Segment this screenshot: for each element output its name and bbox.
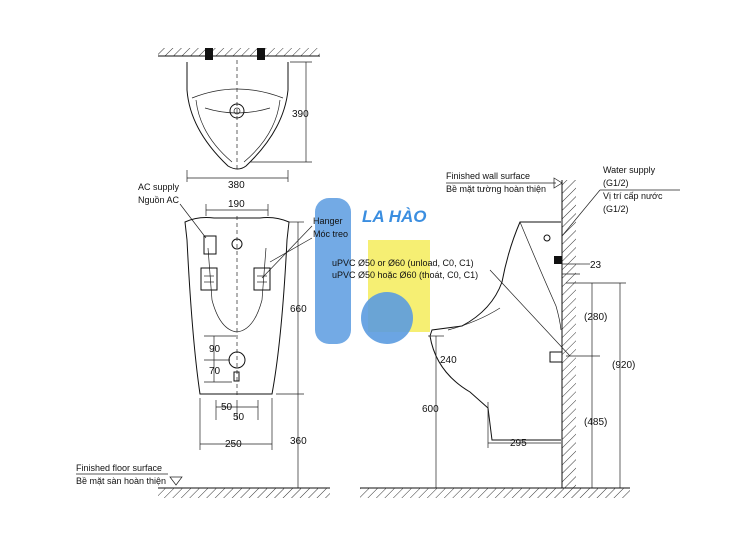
label-floor-surface: Finished floor surface <box>76 463 162 473</box>
label-water-supply: Water supply <box>603 165 656 175</box>
watermark-blue-bar <box>315 198 351 344</box>
ac-supply-box <box>203 235 217 255</box>
dim-920: (920) <box>612 360 635 371</box>
top-fixing-bolt <box>257 48 265 60</box>
dim-485: (485) <box>584 417 607 428</box>
watermark-blue-circle <box>361 292 413 344</box>
dim-600: 600 <box>422 404 439 415</box>
dim-240: 240 <box>440 355 457 366</box>
dim-50b: 50 <box>233 412 245 423</box>
label-hanger: Hanger <box>313 216 343 226</box>
dim-660: 660 <box>290 304 307 315</box>
hanger-bracket-right <box>253 267 271 291</box>
front-drain-slot <box>233 371 240 382</box>
top-view: 380 390 <box>158 48 320 191</box>
dim-70: 70 <box>209 366 221 377</box>
dim-23: 23 <box>590 260 602 271</box>
top-wall-hatch <box>158 48 320 56</box>
label-hanger-vi: Móc treo <box>313 229 348 239</box>
front-view-outline <box>184 217 290 395</box>
floor-hatch-front <box>158 488 330 498</box>
drain-connection <box>549 351 563 363</box>
label-drain-pipe: uPVC Ø50 or Ø60 (unload, C0, C1) <box>332 258 474 268</box>
label-floor-surface-vi: Bề mặt sàn hoàn thiện <box>76 476 166 486</box>
dim-90: 90 <box>209 344 221 355</box>
label-water-supply-vi-size: (G1/2) <box>603 204 629 214</box>
top-view-outline <box>186 62 289 170</box>
watermark-logo: LA HÀO <box>315 198 430 344</box>
water-supply-valve <box>554 256 562 264</box>
hanger-bracket-left <box>200 267 218 291</box>
label-ac-supply-vi: Nguồn AC <box>138 195 180 205</box>
dim-360: 360 <box>290 436 307 447</box>
label-water-supply-vi: Vị trí cấp nước <box>603 191 663 201</box>
side-view: Finished wall surface Bề mặt tường hoàn … <box>332 165 680 498</box>
front-view: AC supply Nguồn AC Hanger Móc treo 190 <box>76 182 348 498</box>
top-fixing-bolt <box>205 48 213 60</box>
side-view-outline <box>429 221 561 441</box>
dim-390: 390 <box>292 109 309 120</box>
label-wall-surface: Finished wall surface <box>446 171 530 181</box>
side-sensor-circle <box>543 234 551 242</box>
label-drain-pipe-vi: uPVC Ø50 hoặc Ø60 (thoát, C0, C1) <box>332 270 478 280</box>
label-wall-surface-vi: Bề mặt tường hoàn thiện <box>446 184 546 194</box>
dim-280: (280) <box>584 312 607 323</box>
label-ac-supply: AC supply <box>138 182 180 192</box>
front-sensor-circle <box>231 238 243 250</box>
dim-50a: 50 <box>221 402 233 413</box>
dim-250: 250 <box>225 439 242 450</box>
dim-190: 190 <box>228 199 245 210</box>
label-water-supply-size: (G1/2) <box>603 178 629 188</box>
floor-hatch-side <box>360 488 630 498</box>
watermark-text: LA HÀO <box>362 207 427 226</box>
side-wall-hatch <box>562 180 576 488</box>
dim-295: 295 <box>510 438 527 449</box>
dim-380: 380 <box>228 180 245 191</box>
